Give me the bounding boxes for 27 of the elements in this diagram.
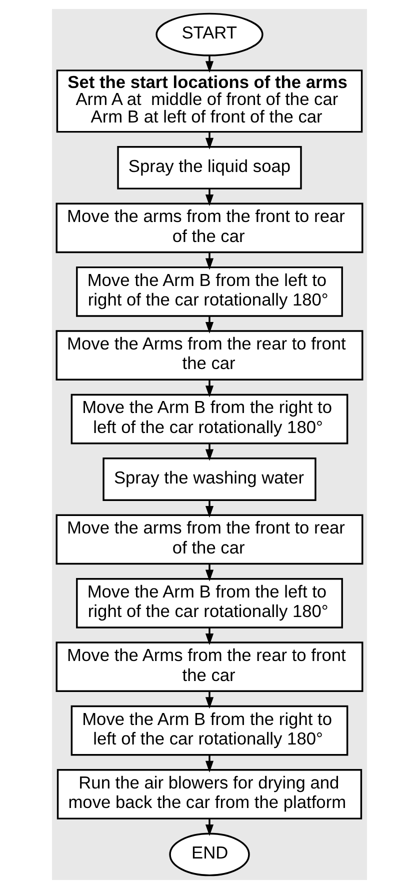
node-box: Move the Arm B from the left to right of the car rotationally 180° (76, 578, 342, 628)
node-ellipse: START (155, 12, 263, 56)
arrow (204, 564, 214, 582)
arrow (204, 754, 214, 772)
node-box: Move the Arms from the rear to front the car (55, 330, 363, 381)
node-box: Spray the washing water (102, 458, 316, 501)
arrow (204, 691, 214, 709)
arrow (204, 500, 214, 518)
arrow (204, 443, 214, 461)
node-box: Move the arms from the front to rear of the car (55, 514, 363, 565)
arrow (204, 188, 214, 206)
node-box: Move the Arm B from the right to left of the car rotationally 180° (70, 705, 348, 756)
arrow (204, 628, 214, 646)
node-box: Move the Arm B from the right to left of the car rotationally 180° (70, 394, 348, 444)
node-box: Spray the liquid soap (116, 146, 302, 190)
node-box: Move the arms from the front to rear of the car (55, 202, 363, 254)
node-ellipse: END (168, 832, 250, 876)
arrow (204, 380, 214, 398)
arrow (204, 56, 214, 73)
arrow (204, 316, 214, 334)
arrow (204, 252, 214, 270)
arrow (204, 132, 214, 150)
arrow (204, 818, 214, 836)
node-box: Set the start locations of the arms Arm A at middle of front of the car Arm B at left of front of the car (56, 70, 362, 133)
node-box: Run the air blowers for drying and move back the car from the platform (56, 769, 362, 820)
node-box: Move the Arm B from the left to right of the car rotationally 180° (76, 266, 342, 317)
node-box: Move the Arms from the rear to front the car (55, 642, 363, 692)
